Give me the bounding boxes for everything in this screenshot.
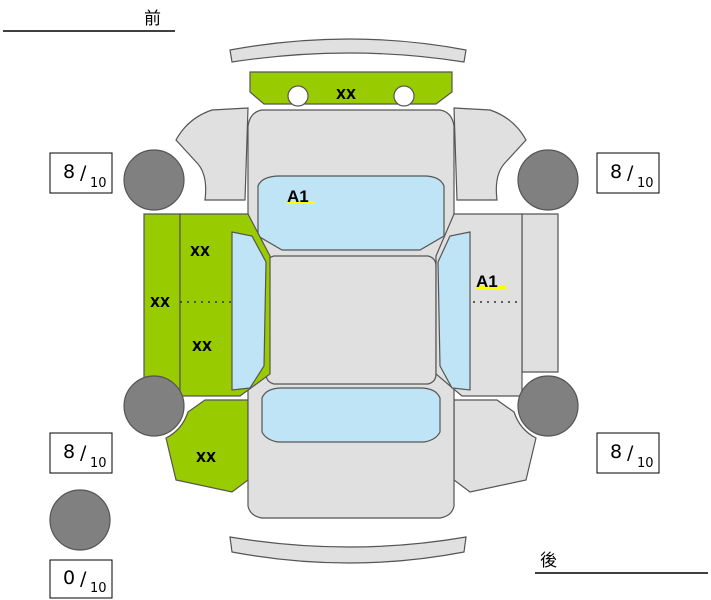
tread-box-rear-left: 8 / 10 (49, 432, 113, 474)
label-rear-door-left: XX (192, 340, 212, 355)
tread-rl-num: 8 (63, 441, 75, 463)
code-right-door: A1 (476, 272, 498, 291)
side-window-right (437, 231, 471, 391)
tread-fl-den: 10 (90, 176, 107, 191)
label-rear-fender-left: XX (196, 451, 216, 466)
tire-front-right (517, 149, 579, 211)
side-window-left (231, 231, 267, 391)
front-label: 前 (144, 9, 161, 29)
tread-fl-num: 8 (63, 161, 75, 183)
tread-rl-slash: / (80, 442, 87, 464)
windshield (257, 175, 445, 251)
tire-spare (49, 489, 111, 551)
tread-fr-den: 10 (637, 176, 654, 191)
tread-box-front-left: 8 / 10 (49, 152, 113, 194)
rocker-right (521, 213, 559, 373)
code-windshield: A1 (287, 187, 309, 206)
tire-front-left (123, 149, 185, 211)
tread-fl-slash: / (80, 162, 87, 184)
tread-spare-slash: / (80, 568, 87, 590)
fender-rear-left-damaged (165, 399, 249, 493)
label-front-door-left: XX (190, 245, 210, 260)
label-front-panel: XX (336, 88, 356, 103)
rear-label: 後 (540, 551, 557, 571)
tread-box-front-right: 8 / 10 (596, 152, 660, 194)
tread-rr-slash: / (627, 442, 634, 464)
headlight-right (393, 85, 415, 107)
a1-windshield-highlight (287, 201, 315, 204)
rear-window (261, 387, 441, 443)
tread-rr-den: 10 (637, 456, 654, 471)
fender-rear-right (453, 399, 537, 493)
tire-rear-left (123, 375, 185, 437)
tread-spare-den: 10 (90, 581, 107, 596)
tread-rr-num: 8 (610, 441, 622, 463)
fender-front-right (453, 107, 527, 201)
rear-bumper (229, 536, 467, 564)
tread-fr-slash: / (627, 162, 634, 184)
tread-box-spare: 0 / 10 (49, 559, 113, 599)
tread-spare-num: 0 (63, 567, 75, 589)
tread-box-rear-right: 8 / 10 (596, 432, 660, 474)
tread-rl-den: 10 (90, 456, 107, 471)
tread-fr-num: 8 (610, 161, 622, 183)
fender-front-left (175, 107, 249, 201)
label-rocker-left: XX (150, 296, 170, 311)
headlight-left (287, 85, 309, 107)
roof (265, 255, 437, 385)
front-bumper (229, 38, 467, 63)
a1-right-door-highlight (476, 286, 506, 289)
tire-rear-right (517, 375, 579, 437)
